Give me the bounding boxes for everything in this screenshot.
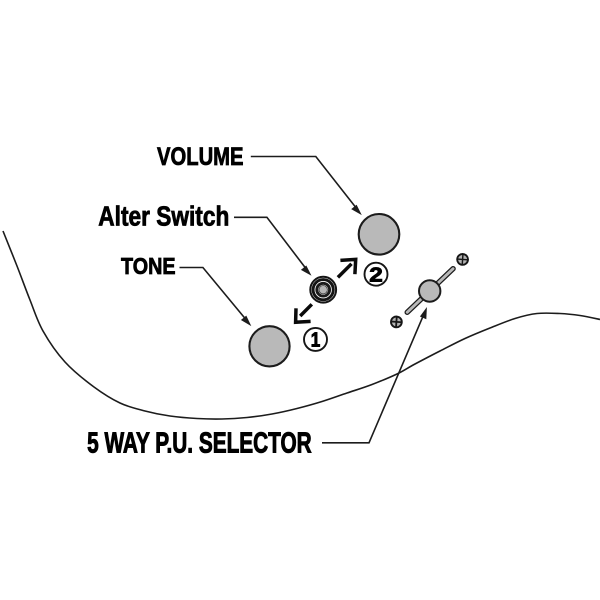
- svg-text:2: 2: [369, 264, 383, 286]
- svg-text:1: 1: [311, 329, 321, 351]
- svg-text:VOLUME: VOLUME: [157, 143, 244, 171]
- svg-text:Alter Switch: Alter Switch: [98, 201, 229, 232]
- svg-text:5 WAY P.U. SELECTOR: 5 WAY P.U. SELECTOR: [87, 428, 312, 460]
- svg-text:TONE: TONE: [121, 253, 176, 279]
